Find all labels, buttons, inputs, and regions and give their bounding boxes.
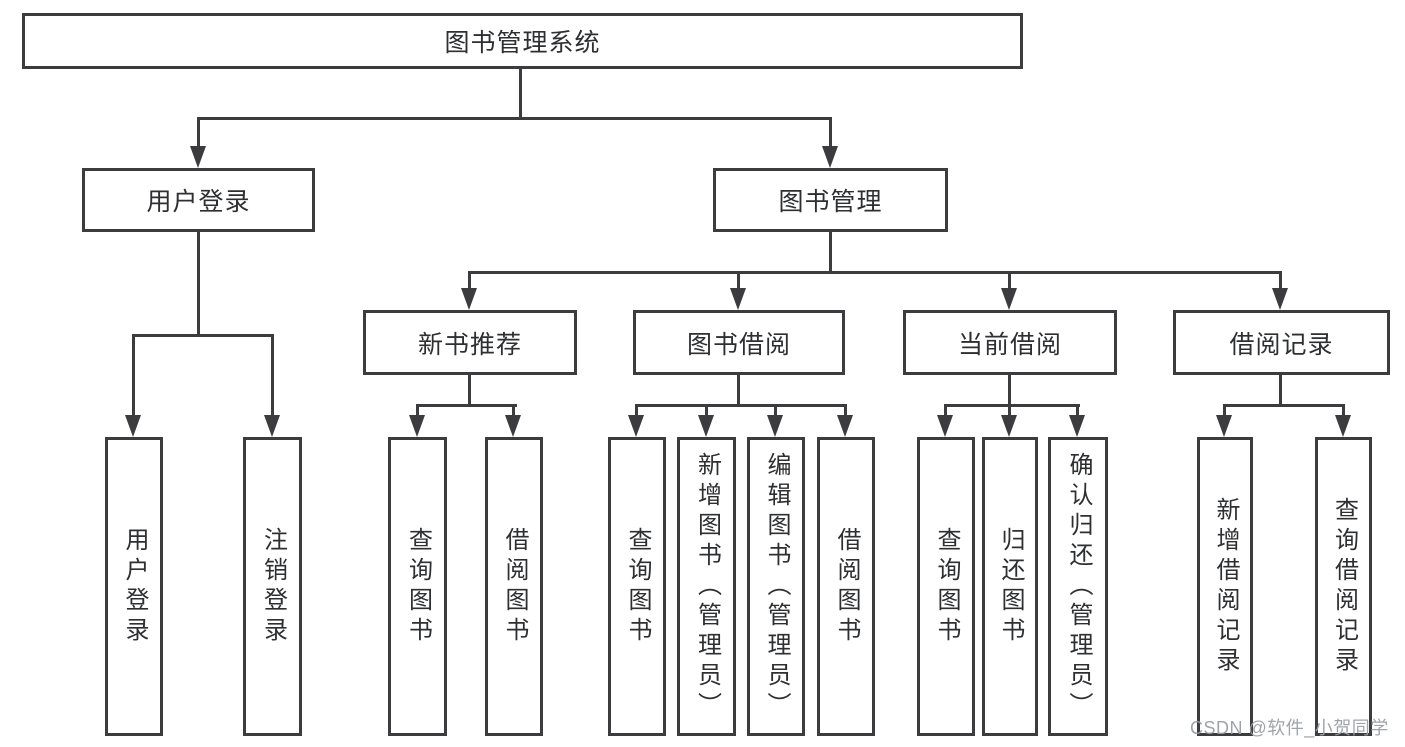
node-book-borrowing: 图书借阅: [633, 310, 845, 375]
connector-line: [774, 404, 777, 417]
connector-line: [1008, 404, 1011, 417]
leaf-add-book-admin: 新增图书（管理员）: [677, 437, 736, 736]
leaf-query-books-recommend: 查询图书: [388, 437, 447, 736]
leaf-label: 查询借阅记录: [1330, 496, 1358, 677]
leaf-label: 新增图书（管理员）: [693, 451, 721, 722]
node-book-management-branch: 图书管理: [713, 168, 948, 232]
leaf-return-book: 归还图书: [982, 437, 1038, 736]
connector-line: [519, 69, 522, 117]
arrow-down-icon: [698, 415, 714, 437]
connector-line: [944, 404, 1080, 407]
arrow-down-icon: [730, 288, 746, 310]
connector-line: [1279, 375, 1282, 407]
leaf-query-borrow-record: 查询借阅记录: [1315, 437, 1372, 736]
connector-line: [737, 375, 740, 407]
arrow-down-icon: [1069, 415, 1085, 437]
arrow-down-icon: [628, 415, 644, 437]
leaf-label: 确认归还（管理员）: [1065, 451, 1092, 722]
arrow-down-icon: [937, 415, 953, 437]
leaf-logout: 注销登录: [243, 437, 302, 736]
connector-line: [468, 271, 471, 289]
connector-line: [1223, 404, 1345, 407]
csdn-watermark: CSDN @软件_小贺同学: [1190, 718, 1389, 738]
connector-line: [844, 404, 847, 417]
connector-line: [1008, 271, 1011, 289]
connector-line: [132, 334, 135, 415]
leaf-label: 归还图书: [997, 526, 1024, 647]
arrow-down-icon: [190, 146, 206, 168]
leaf-label: 编辑图书（管理员）: [763, 451, 790, 722]
leaf-user-login: 用户登录: [105, 437, 163, 736]
leaf-add-borrow-record: 新增借阅记录: [1197, 437, 1253, 736]
leaf-query-books-current: 查询图书: [917, 437, 975, 736]
connector-line: [1008, 375, 1011, 407]
arrow-down-icon: [409, 415, 425, 437]
node-user-login-branch: 用户登录: [82, 168, 315, 232]
arrow-down-icon: [505, 415, 521, 437]
connector-line: [829, 117, 832, 147]
connector-line: [197, 117, 200, 147]
node-new-book-recommend: 新书推荐: [363, 310, 577, 375]
connector-line: [635, 404, 638, 417]
connector-line: [132, 334, 274, 337]
connector-line: [705, 404, 708, 417]
arrow-down-icon: [837, 415, 853, 437]
arrow-down-icon: [125, 415, 141, 437]
leaf-edit-book-admin: 编辑图书（管理员）: [747, 437, 805, 736]
leaf-query-books-borrow: 查询图书: [608, 437, 666, 736]
connector-line: [197, 232, 200, 337]
arrow-down-icon: [1001, 288, 1017, 310]
leaf-label: 借阅图书: [501, 526, 528, 647]
arrow-down-icon: [264, 415, 280, 437]
connector-line: [635, 404, 847, 407]
leaf-borrow-books: 借阅图书: [817, 437, 875, 736]
leaf-label: 借阅图书: [833, 526, 860, 647]
arrow-down-icon: [461, 288, 477, 310]
leaf-borrow-books-recommend: 借阅图书: [485, 437, 543, 736]
connector-line: [944, 404, 947, 417]
leaf-label: 用户登录: [121, 526, 148, 647]
connector-line: [468, 271, 1282, 274]
connector-line: [1279, 271, 1282, 289]
connector-line: [197, 117, 832, 120]
arrow-down-icon: [1272, 288, 1288, 310]
connector-line: [416, 404, 419, 417]
arrow-down-icon: [822, 146, 838, 168]
node-borrowing-records: 借阅记录: [1173, 310, 1390, 375]
connector-line: [512, 404, 515, 417]
arrow-down-icon: [1335, 415, 1351, 437]
leaf-label: 注销登录: [259, 526, 287, 647]
node-library-management-system: 图书管理系统: [22, 13, 1023, 69]
arrow-down-icon: [1001, 415, 1017, 437]
leaf-label: 查询图书: [933, 526, 960, 647]
connector-line: [271, 334, 274, 415]
leaf-label: 查询图书: [624, 526, 651, 647]
arrow-down-icon: [767, 415, 783, 437]
node-current-borrowing: 当前借阅: [903, 310, 1117, 375]
connector-line: [829, 232, 832, 273]
connector-line: [1342, 404, 1345, 417]
connector-line: [468, 375, 471, 407]
connector-line: [1223, 404, 1226, 417]
leaf-label: 查询图书: [404, 526, 432, 647]
connector-line: [737, 271, 740, 289]
leaf-confirm-return-admin: 确认归还（管理员）: [1048, 437, 1108, 736]
arrow-down-icon: [1216, 415, 1232, 437]
connector-line: [416, 404, 517, 407]
leaf-label: 新增借阅记录: [1212, 496, 1239, 677]
connector-line: [1076, 404, 1079, 417]
